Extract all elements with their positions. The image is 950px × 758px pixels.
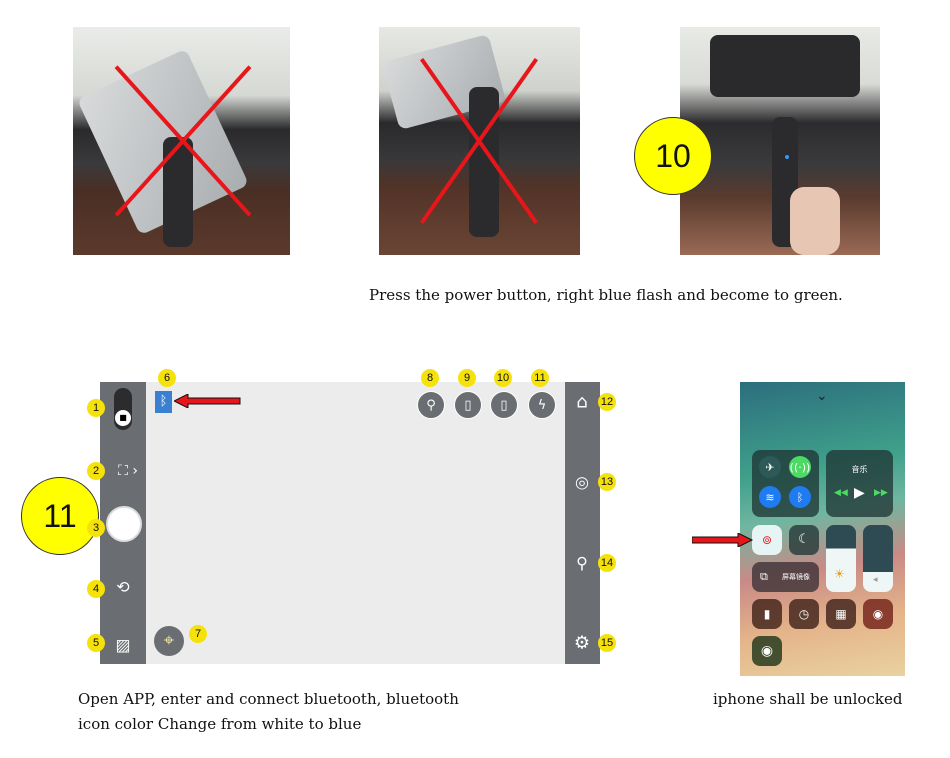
- video-icon: ■: [115, 410, 131, 426]
- arrow-pointer: [174, 394, 241, 408]
- phone: [710, 35, 860, 97]
- badge-11: 11: [531, 369, 549, 387]
- step10-caption: Press the power button, right blue flash…: [369, 286, 843, 304]
- camera-button[interactable]: ◉: [863, 599, 893, 629]
- do-not-disturb-button[interactable]: ☾: [789, 525, 819, 555]
- shutter-button[interactable]: [106, 506, 142, 542]
- step-number-11: 11: [21, 477, 99, 555]
- calculator-icon: ▦: [835, 607, 847, 621]
- settings-gear-icon[interactable]: ⚙: [573, 632, 591, 654]
- badge-5: 5: [87, 634, 105, 652]
- frame-mode-icon[interactable]: ⛶ ›: [118, 463, 138, 479]
- badge-8: 8: [421, 369, 439, 387]
- orientation-button[interactable]: ▯: [490, 391, 518, 419]
- mirror-label: 屏幕镜像: [782, 573, 810, 581]
- home-icon[interactable]: ⌂: [576, 391, 588, 413]
- brightness-slider[interactable]: ☀: [826, 525, 856, 592]
- badge-9: 9: [458, 369, 476, 387]
- camera-settings-icon[interactable]: ◎: [575, 472, 589, 492]
- volume-slider[interactable]: ◂: [863, 525, 893, 592]
- music-tile[interactable]: 音乐 ◀◀ ▶ ▶▶: [826, 450, 893, 517]
- orientation-lock-button[interactable]: ⊚: [752, 525, 782, 555]
- photo-wrong-orientation-1: [73, 27, 290, 255]
- gallery-icon[interactable]: ▨: [115, 635, 131, 655]
- flashlight-button[interactable]: ▮: [752, 599, 782, 629]
- badge-15: 15: [598, 634, 616, 652]
- badge-10: 10: [494, 369, 512, 387]
- badge-6: 6: [158, 369, 176, 387]
- badge-14: 14: [598, 554, 616, 572]
- camera-icon: ◉: [872, 607, 884, 621]
- chevron-down-icon: ⌄: [816, 388, 828, 404]
- rewind-icon[interactable]: ◀◀: [834, 488, 848, 498]
- timer-button[interactable]: ◷: [789, 599, 819, 629]
- status-led: [785, 155, 789, 159]
- mirroring-icon: ⧉: [760, 570, 768, 583]
- switch-camera-icon[interactable]: ⟲: [116, 577, 130, 597]
- cellular-icon[interactable]: ((·)): [789, 456, 811, 478]
- arrow-pointer-cc: [692, 533, 754, 547]
- play-icon[interactable]: ▶: [854, 485, 865, 501]
- forward-icon[interactable]: ▶▶: [874, 488, 888, 498]
- moon-icon: ☾: [798, 532, 810, 547]
- gimbal-mode-button[interactable]: ⚲: [417, 391, 445, 419]
- right-toolbar: [565, 382, 600, 664]
- bluetooth-icon[interactable]: ᛒ: [155, 391, 172, 413]
- flashlight-icon: ▮: [763, 607, 771, 621]
- airplane-icon[interactable]: ✈: [759, 456, 781, 478]
- control-center-caption: iphone shall be unlocked: [713, 690, 903, 708]
- step-number-10: 10: [634, 117, 712, 195]
- connectivity-tile: ✈ ((·)) ≋ ᛒ: [752, 450, 819, 517]
- badge-1: 1: [87, 399, 105, 417]
- badge-12: 12: [598, 393, 616, 411]
- badge-3: 3: [87, 519, 105, 537]
- flash-button[interactable]: ϟ: [528, 391, 556, 419]
- badge-4: 4: [87, 580, 105, 598]
- photo-wrong-orientation-2: [379, 27, 580, 255]
- record-icon: ◉: [760, 643, 774, 659]
- timer-icon: ◷: [798, 607, 810, 621]
- lock-rotation-icon: ⊚: [761, 533, 773, 547]
- sun-icon: ☀: [834, 567, 845, 581]
- gimbal-icon[interactable]: ⚲: [576, 553, 588, 573]
- step11-caption-line1: Open APP, enter and connect bluetooth, b…: [78, 690, 459, 708]
- wifi-icon[interactable]: ≋: [759, 486, 781, 508]
- camera-viewfinder: [146, 382, 565, 664]
- photo-video-switch[interactable]: ■: [114, 388, 132, 430]
- ios-control-center: ⌄ ✈ ((·)) ≋ ᛒ 音乐 ◀◀ ▶ ▶▶ ⊚ ☾ ☀ ◂ ⧉ 屏幕镜像 …: [740, 382, 905, 676]
- music-label: 音乐: [851, 465, 868, 474]
- target-tracking-button[interactable]: ⌖: [154, 626, 184, 656]
- bluetooth-icon[interactable]: ᛒ: [789, 486, 811, 508]
- screen-mirroring-button[interactable]: ⧉ 屏幕镜像: [752, 562, 819, 592]
- photo-power-on: [680, 27, 880, 255]
- calculator-button[interactable]: ▦: [826, 599, 856, 629]
- rotate-portrait-button[interactable]: ▯: [454, 391, 482, 419]
- screen-record-button[interactable]: ◉: [752, 636, 782, 666]
- step11-caption-line2: icon color Change from white to blue: [78, 715, 362, 733]
- badge-13: 13: [598, 473, 616, 491]
- badge-2: 2: [87, 462, 105, 480]
- speaker-icon: ◂: [873, 575, 878, 585]
- badge-7: 7: [189, 625, 207, 643]
- hand: [790, 187, 840, 255]
